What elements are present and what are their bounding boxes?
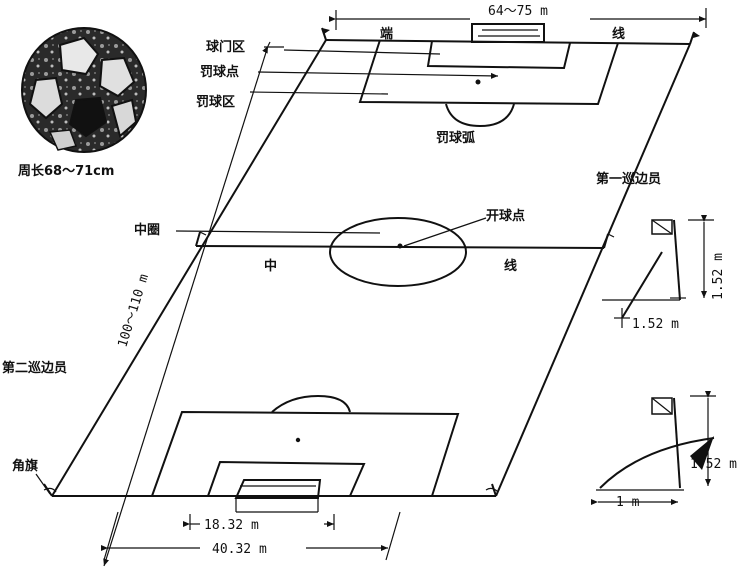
penalty-area-width-label: 40.32 m xyxy=(212,542,267,557)
goal-area-leader-2 xyxy=(283,49,441,55)
halfway-label-left: 中 xyxy=(264,258,277,274)
flag-detail-halfway xyxy=(602,215,714,328)
bottom-penalty-spot xyxy=(295,437,301,443)
corner-flag-leader xyxy=(35,473,51,495)
end-line-label-left: 端 xyxy=(380,26,393,42)
center-circle-leader xyxy=(175,230,381,234)
corner-flag-bottom-left xyxy=(43,483,57,497)
center-circle xyxy=(329,217,467,287)
kickoff-spot-leader xyxy=(403,217,487,247)
end-line-label-right: 线 xyxy=(612,26,625,42)
bottom-penalty-arc xyxy=(271,394,351,413)
top-goal-area xyxy=(426,40,571,70)
goal-area-label: 球门区 xyxy=(206,39,245,55)
corner-flag-top-left xyxy=(321,27,330,41)
penalty-spot-leader xyxy=(257,71,499,79)
width-dimension xyxy=(329,8,707,30)
width-range-label: 64～75 m xyxy=(488,4,548,19)
center-circle-label: 中圈 xyxy=(134,222,160,238)
penalty-area-label: 罚球区 xyxy=(196,94,235,110)
top-penalty-area xyxy=(358,39,619,106)
top-penalty-spot xyxy=(475,79,481,85)
bottom-goal-area xyxy=(207,460,366,497)
flag-offset-label: 1.52 m xyxy=(632,317,679,332)
goal-area-width-label: 18.32 m xyxy=(204,518,259,533)
kickoff-spot-label: 开球点 xyxy=(486,208,525,224)
goal-area-width-dimension xyxy=(183,514,335,530)
corner-flag-height-label: 1.52 m xyxy=(690,457,737,472)
penalty-area-width-dimension xyxy=(101,511,401,561)
halfway-flag-left xyxy=(195,231,207,247)
bottom-goal xyxy=(234,479,322,513)
first-linesman-label: 第一巡边员 xyxy=(596,171,661,187)
flag-detail-corner xyxy=(591,391,716,505)
halfway-label-right: 线 xyxy=(504,258,517,274)
corner-flag-top-right xyxy=(689,31,700,45)
penalty-area-leader xyxy=(249,91,389,95)
corner-arc-radius-label: 1 m xyxy=(616,495,640,510)
corner-flag-label: 角旗 xyxy=(12,458,38,474)
length-dimension xyxy=(103,41,271,567)
top-goal xyxy=(471,23,545,43)
top-penalty-arc xyxy=(445,103,515,128)
halfway-flag-right xyxy=(603,233,615,249)
bottom-penalty-area xyxy=(151,410,460,497)
penalty-arc-label: 罚球弧 xyxy=(436,130,475,146)
flag-height-label: 1.52 m xyxy=(711,253,726,300)
soccer-ball xyxy=(21,27,147,153)
corner-flag-bottom-right xyxy=(485,483,499,497)
kickoff-spot xyxy=(397,243,403,249)
ball-circumference-caption: 周长68～71cm xyxy=(18,163,114,179)
penalty-spot-label: 罚球点 xyxy=(200,64,239,80)
second-linesman-label: 第二巡边员 xyxy=(2,360,67,376)
